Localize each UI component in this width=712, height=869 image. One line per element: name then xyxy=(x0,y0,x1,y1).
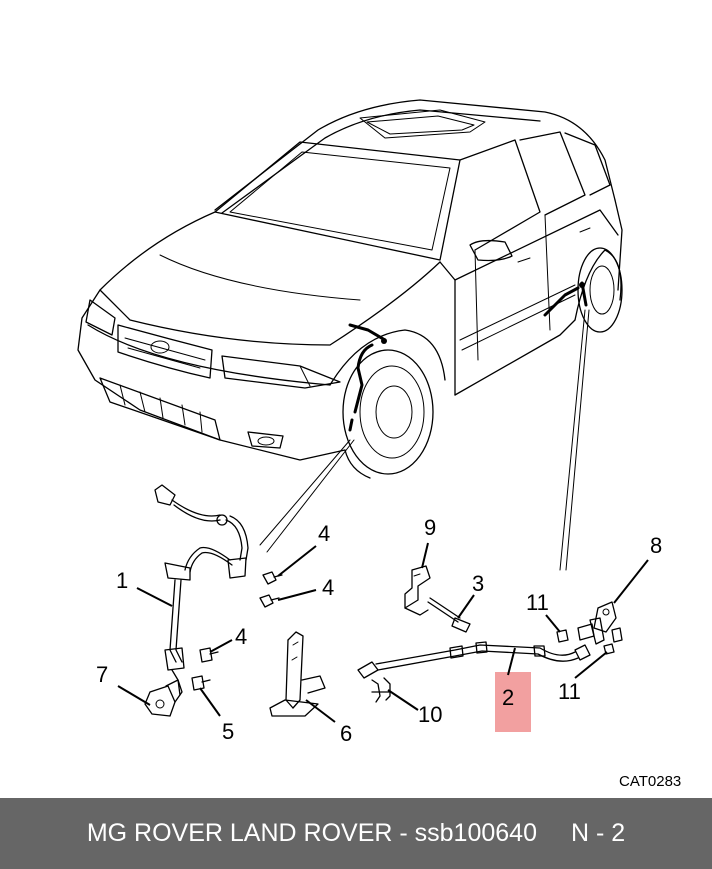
footer-brand-text: MG ROVER LAND ROVER - ssb100640 xyxy=(86,819,537,847)
car-illustration xyxy=(77,99,623,479)
callout-7[interactable]: 7 xyxy=(96,662,108,687)
callout-1[interactable]: 1 xyxy=(116,568,128,593)
fasteners xyxy=(191,571,283,691)
footer-page-text: N - 2 xyxy=(570,819,626,847)
part-bracket-6 xyxy=(269,631,326,717)
callout-10[interactable]: 10 xyxy=(418,702,442,727)
callout-11-low[interactable]: 11 xyxy=(558,679,581,704)
highlight-box[interactable] xyxy=(495,672,531,732)
callout-9[interactable]: 9 xyxy=(424,515,436,540)
catalog-code: CAT0283 xyxy=(619,773,681,790)
part-clip-10 xyxy=(371,677,391,703)
parts-diagram: 1 2 3 4 4 4 5 6 7 8 9 10 11 11 CAT0283 xyxy=(77,99,681,790)
callout-8[interactable]: 8 xyxy=(650,533,662,558)
part-sensor xyxy=(144,679,183,717)
footer-bar: MG ROVER LAND ROVER - ssb100640 N - 2 xyxy=(0,798,712,869)
leader-lines xyxy=(259,309,590,571)
fasteners-11 xyxy=(556,629,615,655)
part-rear-sensor-harness xyxy=(357,641,591,679)
callout-2[interactable]: 2 xyxy=(502,685,514,710)
part-bracket-9 xyxy=(404,565,471,633)
callout-4-mid[interactable]: 4 xyxy=(322,575,334,600)
callout-5[interactable]: 5 xyxy=(222,719,234,744)
callout-4-low[interactable]: 4 xyxy=(235,624,247,649)
callout-3[interactable]: 3 xyxy=(472,571,484,596)
part-rear-sensor-8 xyxy=(577,601,623,645)
callout-lines xyxy=(117,542,649,723)
callout-4-top[interactable]: 4 xyxy=(318,521,330,546)
part-front-sensor-harness xyxy=(154,484,249,696)
callout-numbers: 1 2 3 4 4 4 5 6 7 8 9 10 11 11 xyxy=(96,515,662,746)
callout-11-top[interactable]: 11 xyxy=(526,590,549,615)
callout-6[interactable]: 6 xyxy=(340,721,352,746)
